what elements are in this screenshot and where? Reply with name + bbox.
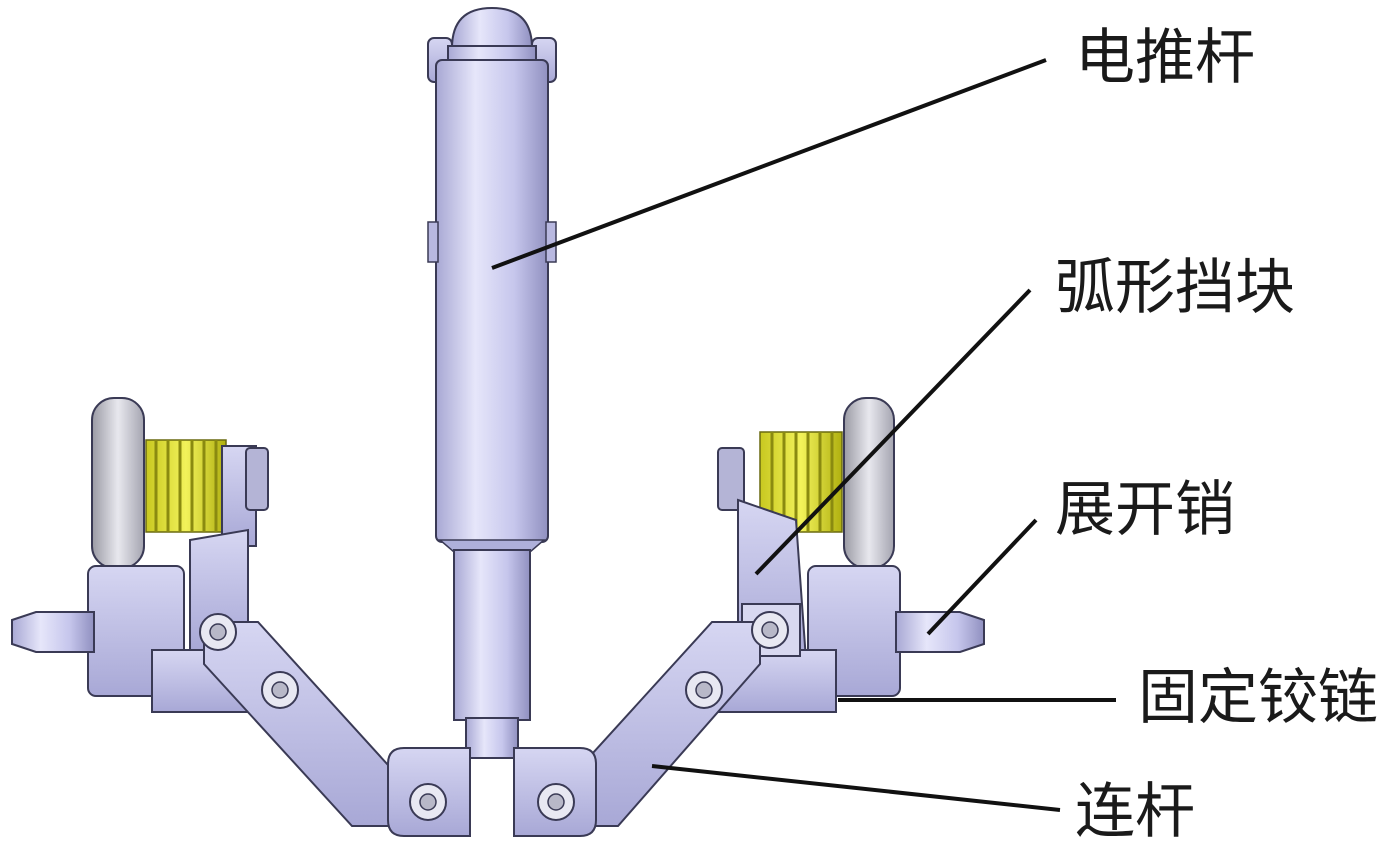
label-link-rod: 连杆 xyxy=(1075,777,1195,847)
label-arc-stop: 弧形挡块 xyxy=(1055,253,1295,323)
pivot-bolt-icon xyxy=(261,671,299,709)
pivot-bolt-icon xyxy=(409,783,447,821)
pivot-bolt-icon xyxy=(199,613,237,651)
left-disc xyxy=(91,397,145,569)
left-spring xyxy=(145,439,227,533)
leader-actuator xyxy=(491,58,1047,270)
leader-link xyxy=(651,764,1061,812)
label-electric-actuator: 电推杆 xyxy=(1075,23,1255,93)
leader-deploy-pin xyxy=(926,518,1038,636)
right-disc xyxy=(843,397,895,569)
electric-actuator xyxy=(427,6,557,759)
label-deploy-pin: 展开销 xyxy=(1055,475,1235,545)
pivot-bolt-icon xyxy=(751,611,789,649)
left-deploy-assembly xyxy=(11,397,471,837)
leader-lines xyxy=(491,58,1116,812)
pivot-bolt-icon xyxy=(685,671,723,709)
pivot-bolt-icon xyxy=(537,783,575,821)
label-fixed-hinge: 固定铰链 xyxy=(1138,663,1378,733)
leader-arc-stop xyxy=(754,288,1032,576)
right-deploy-assembly xyxy=(513,397,985,837)
